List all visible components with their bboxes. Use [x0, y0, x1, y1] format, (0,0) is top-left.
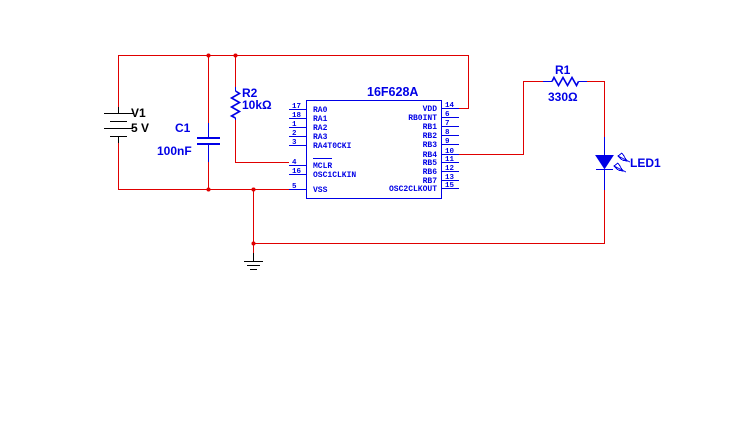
pin-name: RB6 — [423, 168, 438, 177]
pin-number: 2 — [292, 130, 297, 138]
pin-name: RA3 — [313, 133, 328, 142]
light-emission-arrows-icon — [613, 152, 631, 173]
pin-name: RB2 — [423, 132, 438, 141]
pin-number: 5 — [292, 183, 297, 191]
chip-pin-right[interactable]: 9 RB3 — [423, 138, 459, 150]
chip-body — [306, 100, 442, 199]
c1-value-label: 100nF — [157, 144, 192, 158]
pin-number: 4 — [292, 159, 297, 167]
pin-name: RA0 — [313, 106, 328, 115]
v1-value-label: 5 V — [131, 121, 149, 135]
pin-name: VSS — [313, 186, 328, 195]
battery-icon — [104, 107, 133, 143]
resistor-r2[interactable]: R2 10kΩ — [229, 86, 273, 120]
chip-pin-right[interactable]: 10 RB4 — [423, 148, 459, 160]
junction-dot — [206, 187, 211, 192]
capacitor-c1[interactable]: C1 100nF — [157, 121, 220, 162]
pin-number: 3 — [292, 139, 297, 147]
junction-dot — [233, 53, 238, 58]
chip-pin-left[interactable]: 18 RA1 — [289, 112, 328, 124]
led-led1[interactable]: LED1 — [595, 137, 661, 190]
pin-name: RB3 — [423, 141, 438, 150]
ground-symbol[interactable] — [244, 253, 263, 270]
chip-pin-left[interactable]: 3 RA4T0CKI — [289, 139, 352, 151]
junction-dot — [206, 53, 211, 58]
led1-ref-label: LED1 — [630, 156, 661, 170]
pin-name: RB1 — [423, 123, 438, 132]
resistor-r1[interactable]: R1 330Ω — [543, 63, 587, 104]
microcontroller-u1[interactable]: 16F628A 17 RA0 18 RA1 1 RA2 2 RA3 3 RA4T0CKI 4 MCLR… — [289, 85, 459, 199]
pin-name: RA4T0CKI — [313, 142, 352, 151]
capacitor-icon — [197, 123, 220, 162]
chip-pin-right[interactable]: 11 RB5 — [423, 156, 459, 168]
left-pins: 17 RA0 18 RA1 1 RA2 2 RA3 3 RA4T0CKI 4 MCLR 16 OSC1CL… — [289, 103, 356, 195]
led-icon — [595, 137, 631, 190]
chip-pin-left[interactable]: 1 RA2 — [289, 121, 328, 133]
pin-number: 1 — [292, 121, 297, 129]
u1-part-label: 16F628A — [367, 85, 418, 99]
wire-r1-led[interactable] — [587, 81, 605, 138]
chip-pin-right[interactable]: 15 OSC2CLKOUT — [389, 182, 459, 194]
pin-name: OSC1CLKIN — [313, 171, 356, 180]
chip-pin-left[interactable]: 16 OSC1CLKIN — [289, 168, 356, 180]
ground-icon — [244, 253, 263, 270]
chip-pin-right[interactable]: 6 RB0INT — [408, 111, 459, 123]
pin-number: 10 — [445, 148, 455, 156]
junctions — [206, 53, 256, 246]
v1-ref-label: V1 — [131, 106, 146, 120]
pin-number: 8 — [445, 129, 450, 137]
pin-number: 9 — [445, 138, 450, 146]
resistor-icon — [229, 87, 242, 120]
pin-number: 13 — [445, 174, 455, 182]
r2-ref-label: R2 — [242, 86, 258, 100]
pin-number: 7 — [445, 120, 450, 128]
wire-rb4-r1[interactable] — [459, 81, 543, 155]
junction-dot — [251, 187, 256, 192]
pin-number: 16 — [292, 168, 302, 176]
pin-name: VDD — [423, 105, 438, 114]
pin-name: MCLR — [313, 162, 332, 171]
wire-gnd-bottom-rail[interactable] — [118, 143, 290, 190]
chip-pin-right[interactable]: 8 RB2 — [423, 129, 459, 141]
r2-value-label: 10kΩ — [242, 98, 272, 112]
r1-ref-label: R1 — [555, 63, 571, 77]
chip-pin-right[interactable]: 14 VDD — [423, 102, 459, 114]
pin-number: 12 — [445, 165, 455, 173]
pin-number: 17 — [292, 103, 301, 111]
chip-pin-left[interactable]: 5 VSS — [289, 183, 328, 195]
pin-number: 6 — [445, 111, 450, 119]
chip-pin-right[interactable]: 13 RB7 — [423, 174, 459, 186]
pin-number: 11 — [445, 156, 455, 164]
pin-name: RA2 — [313, 124, 328, 133]
chip-pin-left[interactable]: 17 RA0 — [289, 103, 328, 115]
chip-pin-right[interactable]: 12 RB6 — [423, 165, 459, 177]
pin-name: RA1 — [313, 115, 328, 124]
c1-ref-label: C1 — [175, 121, 191, 135]
wire-r2-mclr[interactable] — [235, 120, 290, 163]
junction-dot — [251, 241, 256, 246]
chip-pin-right[interactable]: 7 RB1 — [423, 120, 459, 132]
chip-pin-left[interactable]: 2 RA3 — [289, 130, 328, 142]
pin-name: RB4 — [423, 151, 438, 160]
wires — [118, 55, 605, 253]
pin-name: RB0INT — [408, 114, 437, 123]
r1-value-label: 330Ω — [548, 90, 578, 104]
battery-v1[interactable]: V1 5 V — [104, 106, 149, 143]
pin-number: 15 — [445, 182, 455, 190]
pin-number: 18 — [292, 112, 302, 120]
pin-name: RB7 — [423, 177, 438, 186]
pin-name: OSC2CLKOUT — [389, 185, 437, 194]
pin-name: RB5 — [423, 159, 438, 168]
chip-pin-left[interactable]: 4 MCLR — [289, 159, 332, 171]
wire-vcc-top-rail[interactable] — [118, 55, 469, 109]
pin-number: 14 — [445, 102, 455, 110]
wire-led-return[interactable] — [253, 190, 605, 244]
resistor-icon — [543, 75, 587, 88]
